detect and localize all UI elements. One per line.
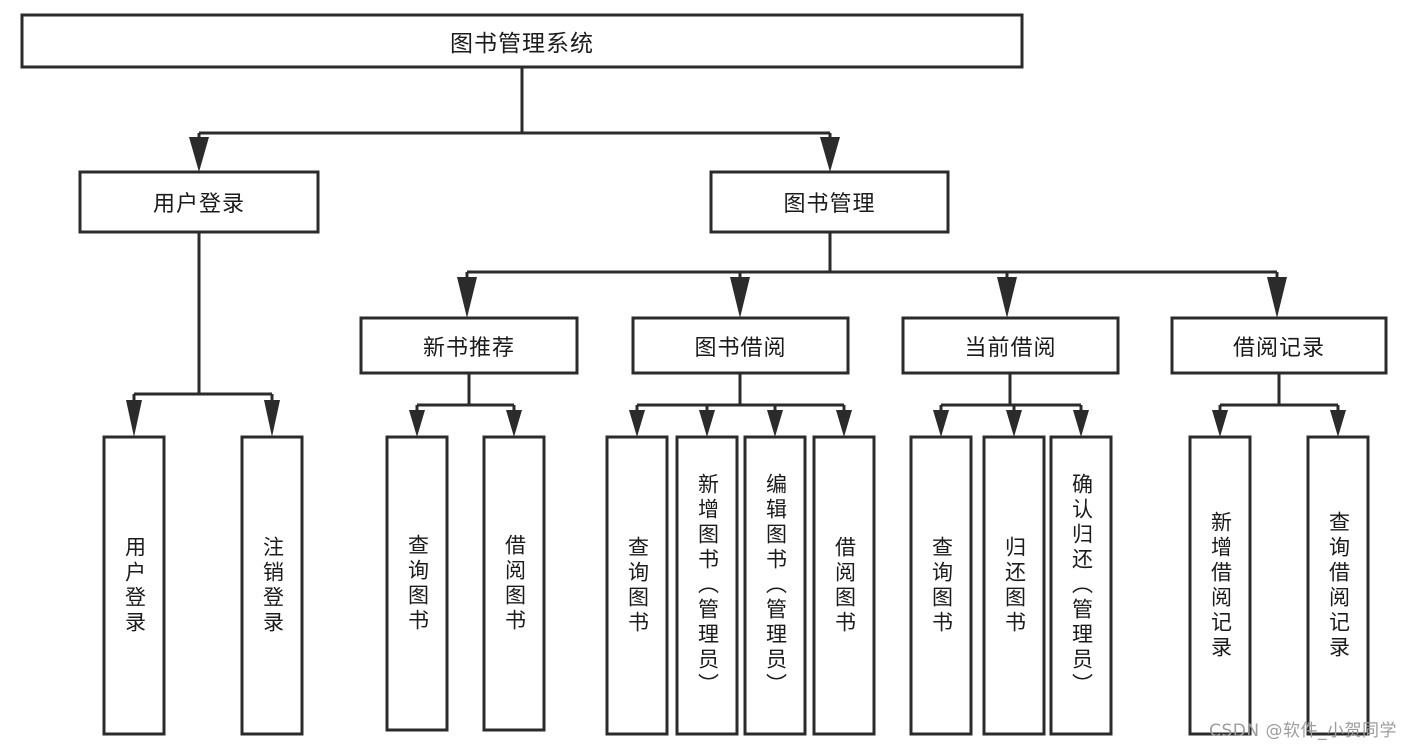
node-box-root[interactable] [20,13,1024,69]
csdn-watermark: CSDN @软件_小贺同学 [1209,721,1397,741]
arrow-head-icon [264,400,280,437]
arrow-head-icon [126,400,142,437]
node-box-leaf-borrow-book-recommend[interactable] [482,435,546,732]
node-box-leaf-user-login[interactable] [102,435,166,736]
connector-userlogin-to-leaves [126,232,280,437]
connector-bookmanage-to-level2 [457,232,1287,318]
arrow-head-icon [189,137,209,172]
arrow-head-icon [409,410,425,437]
arrow-head-icon [1330,410,1346,437]
node-box-leaf-return-book[interactable] [982,435,1046,736]
arrow-head-icon [820,137,840,172]
arrow-head-icon [997,277,1017,318]
node-box-leaf-confirm-return[interactable] [1049,435,1113,736]
node-box-leaf-add-book[interactable] [675,435,739,736]
node-box-leaf-query-book-borrow[interactable] [605,435,669,736]
node-box-leaf-edit-book[interactable] [743,435,807,736]
arrow-head-icon [506,410,522,437]
connector-newbook-to-leaves [409,373,522,437]
node-box-leaf-logout[interactable] [240,435,304,736]
node-box-leaf-borrow-book[interactable] [812,435,876,736]
arrow-head-icon [730,277,750,318]
node-box-new-book-recommend[interactable] [359,316,579,375]
arrow-head-icon [1212,410,1228,437]
node-box-leaf-add-borrow-record[interactable] [1188,435,1252,736]
arrow-head-icon [699,410,715,437]
arrow-head-icon [1073,410,1089,437]
node-box-current-borrow[interactable] [901,316,1120,375]
node-box-user-login[interactable] [78,170,320,234]
node-box-leaf-query-borrow-record[interactable] [1306,435,1370,736]
arrow-head-icon [933,410,949,437]
node-box-book-borrow[interactable] [631,316,850,375]
node-box-borrow-record[interactable] [1170,316,1388,375]
arrow-head-icon [629,410,645,437]
connector-borrowrecord-to-leaves [1212,373,1346,437]
connector-root-to-level1 [189,67,840,172]
arrow-head-icon [1006,410,1022,437]
arrow-head-icon [1267,277,1287,318]
connector-currentborrow-to-leaves [933,373,1089,437]
arrow-head-icon [767,410,783,437]
node-box-leaf-query-book-recommend[interactable] [385,435,449,732]
node-box-leaf-query-book-current[interactable] [909,435,973,736]
node-box-book-manage[interactable] [709,170,950,234]
connector-bookborrow-to-leaves [629,373,852,437]
arrow-head-icon [457,277,477,318]
arrow-head-icon [836,410,852,437]
